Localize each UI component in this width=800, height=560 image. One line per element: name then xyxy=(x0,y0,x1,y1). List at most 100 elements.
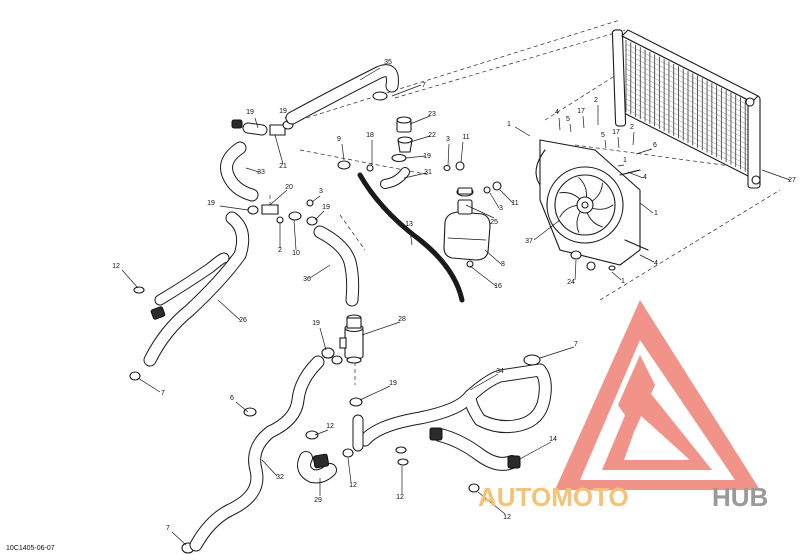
hose-34 xyxy=(358,363,552,447)
callout-leader-13 xyxy=(409,229,413,246)
callout-18: 18 xyxy=(366,132,374,139)
callout-leader-1 xyxy=(639,202,654,214)
callout-leader-10 xyxy=(293,219,297,251)
watermark-word-right: HUB xyxy=(712,482,768,512)
callout-leader-3 xyxy=(447,143,450,166)
callout-11: 11 xyxy=(462,134,469,141)
callout-leader-3 xyxy=(311,195,321,203)
hose-26b xyxy=(154,252,230,306)
callout-23: 23 xyxy=(428,111,436,118)
callout-leader-5 xyxy=(604,139,607,149)
callout-leader-19 xyxy=(254,117,259,129)
callout-leader-27 xyxy=(761,169,791,181)
callout-leader-2 xyxy=(632,131,635,146)
callout-27: 27 xyxy=(788,177,796,184)
callout-leader-35 xyxy=(359,67,381,81)
callout-leader-5 xyxy=(569,123,572,133)
callout-leader-7 xyxy=(137,377,161,393)
callout-leader-1 xyxy=(611,271,622,281)
callout-leader-14 xyxy=(517,441,552,461)
callout-26: 26 xyxy=(239,317,247,324)
callout-leader-4 xyxy=(558,117,561,131)
callout-leader-28 xyxy=(361,321,401,336)
callout-leader-23 xyxy=(409,115,431,125)
callout-leader-19 xyxy=(405,155,426,159)
hose-21-elbow xyxy=(242,122,268,136)
callout-13: 13 xyxy=(405,221,413,228)
hose-35 xyxy=(285,64,399,125)
callout-leader-3 xyxy=(489,192,500,209)
hose-14 xyxy=(433,428,519,471)
callout-leader-19 xyxy=(219,205,249,211)
callout-12: 12 xyxy=(112,263,120,270)
callout-1: 1 xyxy=(623,157,627,164)
callout-7: 7 xyxy=(422,82,426,89)
callout-leader-25 xyxy=(465,204,495,219)
callout-leader-22 xyxy=(409,135,431,143)
hose-33 xyxy=(220,141,259,202)
thermostat-housing xyxy=(339,314,364,364)
callout-35: 35 xyxy=(384,59,392,66)
hose-32 xyxy=(189,355,325,552)
callout-leader-19 xyxy=(319,327,327,351)
callout-4: 4 xyxy=(555,109,559,116)
callout-19: 19 xyxy=(246,109,254,116)
callout-17: 17 xyxy=(577,108,585,115)
callout-leader-21 xyxy=(274,134,284,165)
callout-leader-20 xyxy=(269,189,288,206)
callout-leader-9 xyxy=(341,143,345,161)
callout-4: 4 xyxy=(643,174,647,181)
callout-32: 32 xyxy=(276,474,284,481)
callout-7: 7 xyxy=(161,390,165,397)
callout-leader-36 xyxy=(309,264,331,279)
callout-leader-12 xyxy=(314,429,329,436)
callout-leader-7 xyxy=(539,346,575,359)
callout-21: 21 xyxy=(279,163,287,170)
fan-assembly xyxy=(535,139,649,266)
callout-22: 22 xyxy=(428,132,436,139)
small-fittings xyxy=(129,91,616,554)
callout-8: 8 xyxy=(501,261,505,268)
radiator xyxy=(611,29,761,189)
callout-leader-12 xyxy=(121,269,139,289)
callout-19: 19 xyxy=(322,204,330,211)
callout-1: 1 xyxy=(507,121,511,128)
callout-6: 6 xyxy=(230,395,234,402)
callout-leader-17 xyxy=(582,115,585,129)
callout-12: 12 xyxy=(503,514,511,521)
hose-29 xyxy=(297,451,337,484)
callout-leader-17 xyxy=(617,136,620,149)
callout-24: 24 xyxy=(567,279,575,286)
callout-4: 4 xyxy=(654,260,658,267)
callout-17: 17 xyxy=(612,129,620,136)
callout-19: 19 xyxy=(279,108,287,115)
callout-7: 7 xyxy=(166,525,170,532)
callout-12: 12 xyxy=(349,482,357,489)
hose-36 xyxy=(313,225,360,307)
callout-16: 16 xyxy=(494,283,502,290)
callout-11: 11 xyxy=(511,200,518,207)
callout-leader-1 xyxy=(514,126,531,137)
callout-leader-11 xyxy=(460,141,464,163)
callout-29: 29 xyxy=(314,497,322,504)
callout-5: 5 xyxy=(566,116,570,123)
callout-2: 2 xyxy=(278,247,282,254)
callout-leader-6 xyxy=(635,148,653,155)
callout-leader-7 xyxy=(171,531,187,546)
hose-end-fittings xyxy=(150,119,521,469)
callout-leader-24 xyxy=(574,259,577,281)
callout-leader-4 xyxy=(639,254,655,263)
callout-leader-7 xyxy=(391,84,422,97)
callout-leader-37 xyxy=(533,219,561,241)
callout-20: 20 xyxy=(285,184,293,191)
callout-12: 12 xyxy=(396,494,404,501)
callout-19: 19 xyxy=(207,200,215,207)
callout-2: 2 xyxy=(630,124,634,131)
callout-19: 19 xyxy=(312,320,320,327)
callout-10: 10 xyxy=(292,250,300,257)
callout-5: 5 xyxy=(601,132,605,139)
callout-36: 36 xyxy=(303,276,311,283)
callout-3: 3 xyxy=(499,205,503,212)
callout-1: 1 xyxy=(654,210,658,217)
callout-leader-1 xyxy=(617,164,625,167)
